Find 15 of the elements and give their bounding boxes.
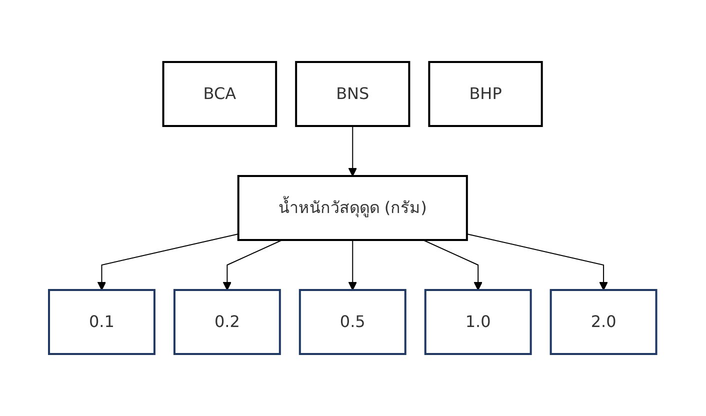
node-box: น้ำหนักวัสดุดูด (กรัม) [238,175,468,241]
node-box: BNS [295,61,411,127]
arrow [223,240,284,290]
node-box: 0.2 [174,289,282,355]
arrow [422,240,483,290]
node-box: 0.5 [299,289,407,355]
arrow [466,233,608,290]
node-box: 0.1 [48,289,156,355]
arrow [98,233,240,290]
node-box: 1.0 [424,289,532,355]
arrow [348,240,358,290]
node-box: BCA [162,61,278,127]
node-box: BHP [428,61,544,127]
node-box: 2.0 [550,289,658,355]
arrow [348,126,358,176]
